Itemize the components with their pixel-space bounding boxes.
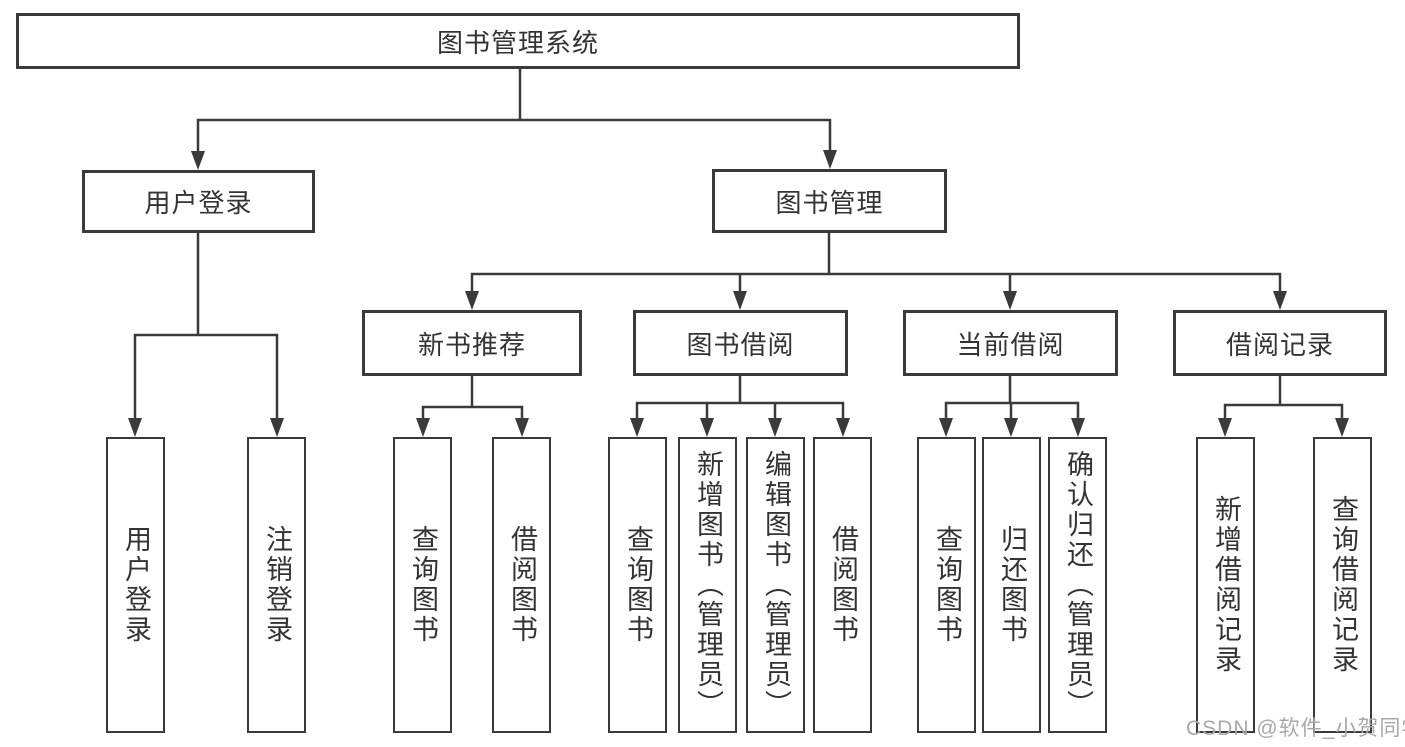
node-label: 确认归还（管理员）	[1063, 450, 1093, 720]
leaf-query-books-borrow: 查询图书	[608, 437, 667, 733]
node-label: 查询借阅记录	[1328, 495, 1358, 675]
node-label: 编辑图书（管理员）	[761, 450, 791, 720]
edge-user-login-to-children	[128, 231, 284, 437]
node-label: 用户登录	[144, 188, 253, 218]
node-book-borrow: 图书借阅	[633, 310, 848, 376]
node-label: 当前借阅	[956, 329, 1065, 360]
node-label: 借阅图书	[507, 525, 537, 645]
arrowhead	[768, 418, 782, 437]
node-label: 借阅记录	[1225, 329, 1334, 360]
leaf-confirm-return-admin: 确认归还（管理员）	[1048, 437, 1107, 733]
node-label: 图书管理	[775, 187, 884, 218]
node-library-management-system: 图书管理系统	[16, 13, 1020, 69]
node-label: 查询图书	[623, 525, 653, 645]
edge-book-borrow-to-children	[630, 374, 850, 437]
node-label: 图书借阅	[686, 329, 795, 360]
edge-current-borrow-to-children	[939, 374, 1085, 437]
arrowhead	[128, 418, 142, 437]
leaf-query-borrow-record: 查询借阅记录	[1313, 437, 1372, 733]
leaf-add-borrow-record: 新增借阅记录	[1196, 437, 1255, 733]
node-label: 用户登录	[121, 525, 151, 645]
arrowhead	[191, 151, 205, 170]
arrowhead	[1218, 418, 1232, 437]
edge-borrow-record-to-children	[1218, 374, 1349, 437]
arrowhead	[416, 418, 430, 437]
node-label: 查询图书	[932, 525, 962, 645]
arrowhead	[733, 291, 747, 310]
arrowhead	[1335, 418, 1349, 437]
node-label: 注销登录	[262, 525, 292, 645]
node-label: 图书管理系统	[436, 27, 599, 58]
arrowhead	[1273, 291, 1287, 310]
node-label: 新增借阅记录	[1211, 495, 1241, 675]
node-label: 借阅图书	[828, 525, 858, 645]
node-label: 查询图书	[408, 525, 438, 645]
leaf-add-books-admin: 新增图书（管理员）	[678, 437, 737, 733]
node-book-management: 图书管理	[712, 169, 947, 233]
node-label: 新增图书（管理员）	[693, 450, 723, 720]
arrowhead	[270, 418, 284, 437]
arrowhead	[630, 418, 644, 437]
node-new-book-recommend: 新书推荐	[362, 310, 582, 376]
node-user-login: 用户登录	[82, 170, 315, 233]
arrowhead	[465, 291, 479, 310]
node-borrow-record: 借阅记录	[1173, 310, 1387, 376]
node-current-borrow: 当前借阅	[903, 310, 1118, 376]
arrowhead	[1071, 418, 1085, 437]
leaf-return-books: 归还图书	[982, 437, 1041, 733]
edge-new-book-recommend-to-children	[416, 374, 529, 437]
edge-root-to-level2	[191, 67, 837, 170]
arrowhead	[700, 418, 714, 437]
arrowhead	[1003, 291, 1017, 310]
leaf-borrow-books-recommend: 借阅图书	[492, 437, 551, 733]
watermark: CSDN @软件_小贺同学	[1186, 717, 1405, 740]
edge-book-management-to-level3	[465, 231, 1287, 310]
arrowhead	[515, 418, 529, 437]
leaf-logout: 注销登录	[247, 437, 306, 733]
leaf-query-books-recommend: 查询图书	[393, 437, 452, 733]
node-label: 新书推荐	[417, 329, 526, 360]
leaf-user-login: 用户登录	[106, 437, 165, 733]
arrowhead	[823, 150, 837, 169]
arrowhead	[939, 418, 953, 437]
leaf-borrow-books: 借阅图书	[813, 437, 872, 733]
arrowhead	[836, 418, 850, 437]
leaf-query-books-current: 查询图书	[917, 437, 976, 733]
arrowhead	[1004, 418, 1018, 437]
leaf-edit-books-admin: 编辑图书（管理员）	[746, 437, 805, 733]
node-label: 归还图书	[997, 525, 1027, 645]
